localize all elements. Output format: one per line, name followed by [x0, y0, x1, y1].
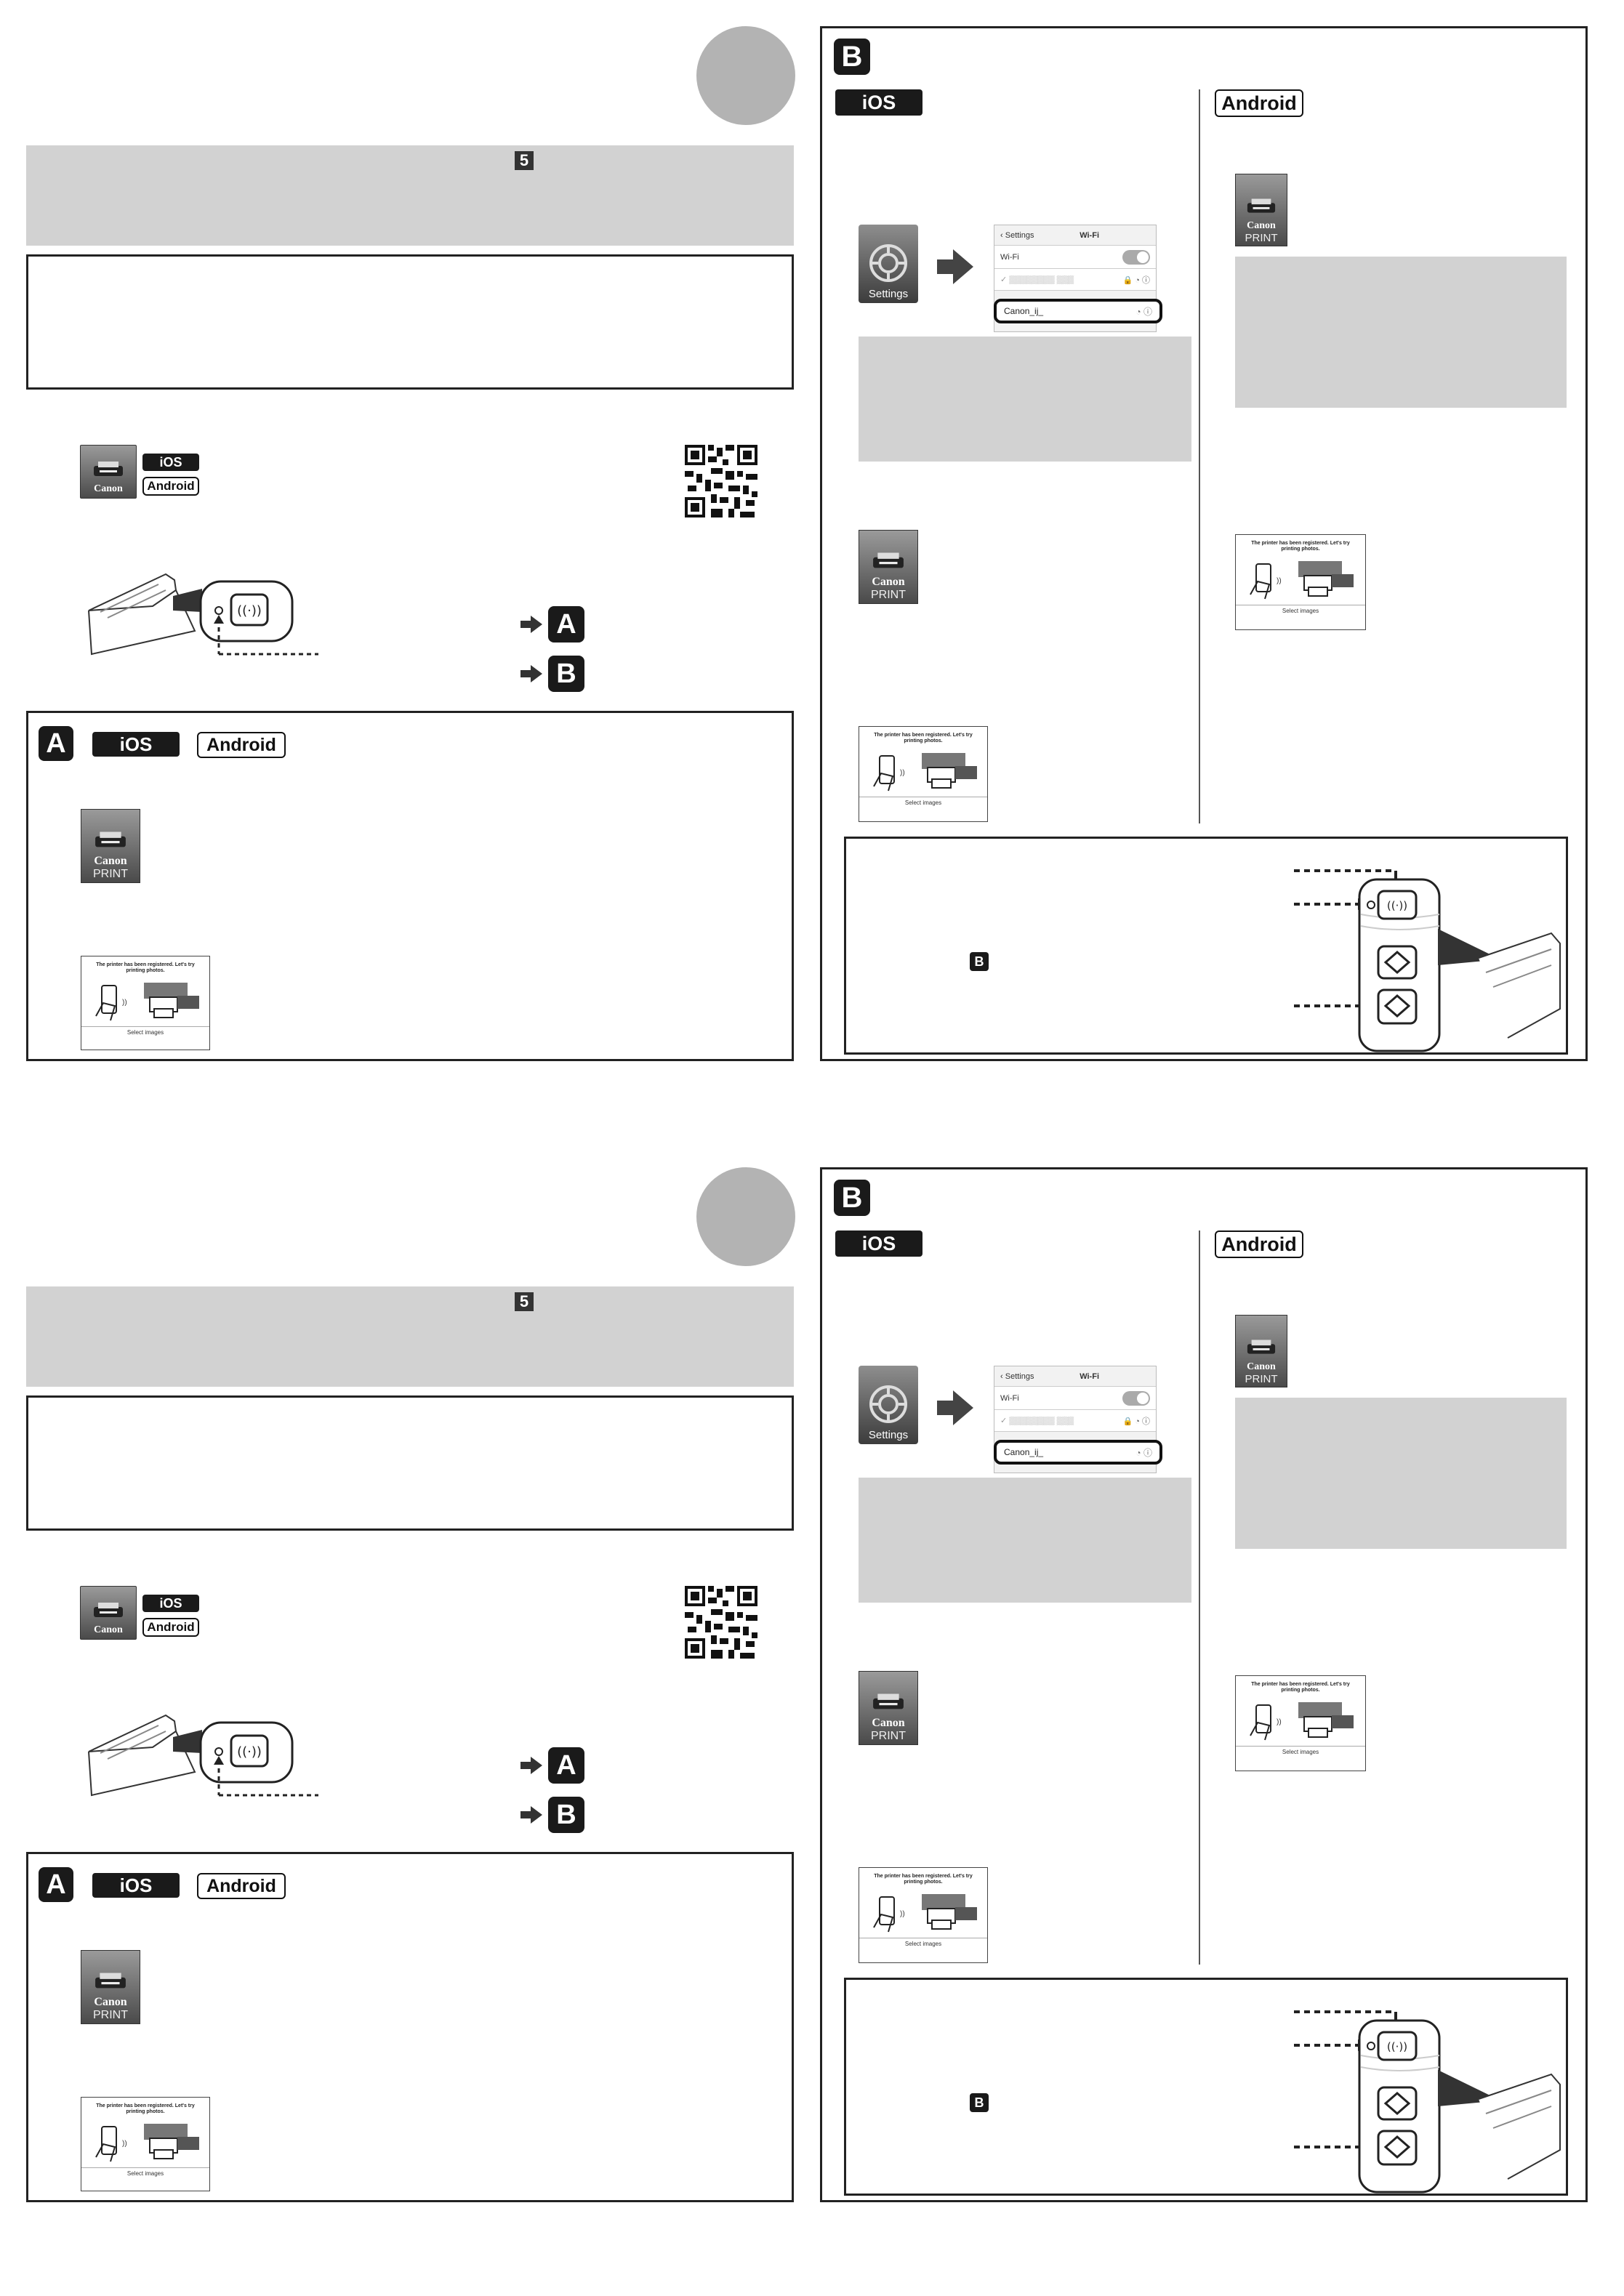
control-panel-illustration: ((·)): [1294, 869, 1561, 1052]
section-a-box: A iOS Android Canon PRINT The printer ha…: [26, 1852, 794, 2202]
ios-column-header: iOS: [835, 89, 922, 116]
android-gray-panel: [1235, 1398, 1567, 1549]
svg-text:((·)): ((·)): [1387, 2040, 1407, 2053]
ios-gray-panel: [859, 1478, 1191, 1603]
control-panel-illustration: ((·)): [1294, 2010, 1561, 2194]
android-column-header: Android: [1215, 89, 1303, 117]
canon-print-app-icon: Canon: [80, 445, 137, 499]
gray-header-bar: 5: [26, 1286, 794, 1387]
settings-icon: Settings: [859, 225, 918, 303]
arrow-right-icon: [937, 1390, 973, 1425]
printer-wireless-illustration: ((·)): [88, 1714, 318, 1797]
printer-wireless-illustration: ((·)): [88, 573, 318, 656]
ios-badge: iOS: [142, 454, 199, 471]
canon-print-app-icon: Canon PRINT: [1235, 174, 1287, 246]
qr-code: [685, 1586, 757, 1659]
registered-screen-thumbnail: The printer has been registered. Let's t…: [81, 956, 210, 1050]
section-b-label: B: [834, 39, 870, 75]
android-column-header: Android: [1215, 1230, 1303, 1258]
canon-print-app-icon: Canon PRINT: [859, 1671, 918, 1745]
section-b-box: B iOS Settings ‹ Settings Wi-Fi Wi-Fi ✓ …: [820, 26, 1588, 1061]
android-badge: Android: [142, 1618, 199, 1637]
ios-badge: iOS: [142, 1595, 199, 1612]
note-box: [26, 254, 794, 390]
section-b-badge: B: [548, 1797, 584, 1833]
sheet-bottom: 5 Canon iOS Android: [0, 1141, 1624, 2275]
inline-b-badge: B: [970, 2093, 989, 2112]
canon-network-row: Canon_ij_◔ ⓘ: [994, 299, 1162, 323]
goto-b: B: [520, 656, 584, 692]
step-circle: [696, 1167, 795, 1266]
gray-header-bar: 5: [26, 145, 794, 246]
registered-screen-thumbnail: The printer has been registered. Let's t…: [859, 1867, 988, 1963]
step-number-badge: 5: [515, 151, 534, 170]
wifi-toggle: [1122, 1390, 1150, 1406]
goto-a: A: [520, 1747, 584, 1784]
registered-screen-thumbnail: The printer has been registered. Let's t…: [1235, 1675, 1366, 1771]
ios-gray-panel: [859, 337, 1191, 462]
wifi-toggle: [1122, 249, 1150, 265]
svg-text:)): )): [1277, 1718, 1282, 1726]
android-badge: Android: [142, 477, 199, 496]
android-badge: Android: [197, 1873, 286, 1899]
svg-text:((·)): ((·)): [237, 603, 262, 619]
canon-print-app-icon: Canon PRINT: [859, 530, 918, 604]
svg-text:)): )): [900, 1910, 905, 1918]
canon-print-app-icon: Canon PRINT: [1235, 1315, 1287, 1387]
registered-screen-thumbnail: The printer has been registered. Let's t…: [859, 726, 988, 822]
svg-text:)): )): [122, 2140, 127, 2148]
canon-network-row: Canon_ij_◔ ⓘ: [994, 1440, 1162, 1465]
inline-b-badge: B: [970, 952, 989, 971]
step-circle: [696, 26, 795, 125]
note-box: [26, 1395, 794, 1531]
section-a-label: A: [39, 726, 73, 761]
settings-icon: Settings: [859, 1366, 918, 1444]
section-a-box: A iOS Android Canon PRINT The printer ha…: [26, 711, 794, 1061]
svg-text:)): )): [900, 769, 905, 777]
control-panel-box: B ((·)): [844, 1978, 1568, 2196]
column-divider: [1199, 89, 1200, 823]
svg-text:((·)): ((·)): [237, 1744, 262, 1760]
svg-text:)): )): [122, 999, 127, 1007]
step-number-badge: 5: [515, 1292, 534, 1311]
sheet-top: 5 Canon iOS Android: [0, 0, 1624, 1134]
column-divider: [1199, 1230, 1200, 1965]
section-b-box: B iOS Settings ‹ Settings Wi-Fi Wi-Fi ✓ …: [820, 1167, 1588, 2202]
android-gray-panel: [1235, 257, 1567, 408]
goto-b: B: [520, 1797, 584, 1833]
registered-screen-thumbnail: The printer has been registered. Let's t…: [1235, 534, 1366, 630]
ios-column-header: iOS: [835, 1230, 922, 1257]
section-b-label: B: [834, 1180, 870, 1216]
svg-text:((·)): ((·)): [1387, 899, 1407, 912]
ios-badge: iOS: [92, 732, 180, 757]
section-a-badge: A: [548, 1747, 584, 1784]
arrow-right-icon: [937, 249, 973, 284]
ios-badge: iOS: [92, 1873, 180, 1898]
control-panel-box: B ((·)): [844, 837, 1568, 1055]
registered-screen-thumbnail: The printer has been registered. Let's t…: [81, 2097, 210, 2191]
svg-text:)): )): [1277, 577, 1282, 585]
canon-print-app-icon: Canon: [80, 1586, 137, 1640]
section-a-label: A: [39, 1867, 73, 1902]
canon-print-app-icon: Canon PRINT: [81, 809, 140, 883]
section-a-badge: A: [548, 606, 584, 643]
canon-print-app-icon: Canon PRINT: [81, 1950, 140, 2024]
goto-a: A: [520, 606, 584, 643]
section-b-badge: B: [548, 656, 584, 692]
qr-code: [685, 445, 757, 517]
android-badge: Android: [197, 732, 286, 758]
